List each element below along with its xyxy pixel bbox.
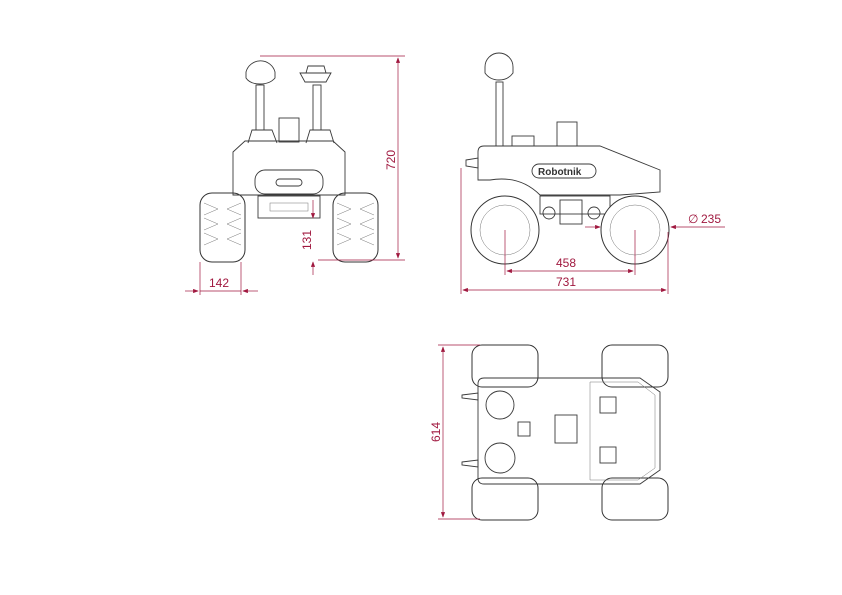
dome-antenna [245, 60, 276, 85]
diameter-symbol: ∅ [688, 212, 698, 226]
dimension-614: 614 [429, 344, 480, 520]
dimension-720: 720 [260, 55, 405, 261]
dimension-731: 731 [460, 168, 669, 294]
wheel-width-label: 142 [209, 276, 229, 290]
side-view: Robotnik [465, 52, 670, 265]
top-view [461, 344, 669, 521]
wheelbase-label: 458 [556, 256, 576, 270]
front-view [199, 60, 379, 263]
brand-logo: Robotnik [538, 167, 582, 178]
clearance-label: 131 [300, 230, 314, 250]
right-tire [332, 192, 379, 263]
dimension-458: 458 [504, 230, 636, 275]
dimension-235: ∅ 235 [585, 212, 725, 230]
dimension-142: 142 [185, 262, 258, 295]
length-label: 731 [556, 275, 576, 289]
height-label: 720 [384, 150, 398, 170]
wheel-diameter-label: 235 [701, 212, 721, 226]
dimension-131: 131 [300, 200, 316, 275]
left-tire [199, 192, 246, 263]
width-label: 614 [429, 422, 443, 442]
